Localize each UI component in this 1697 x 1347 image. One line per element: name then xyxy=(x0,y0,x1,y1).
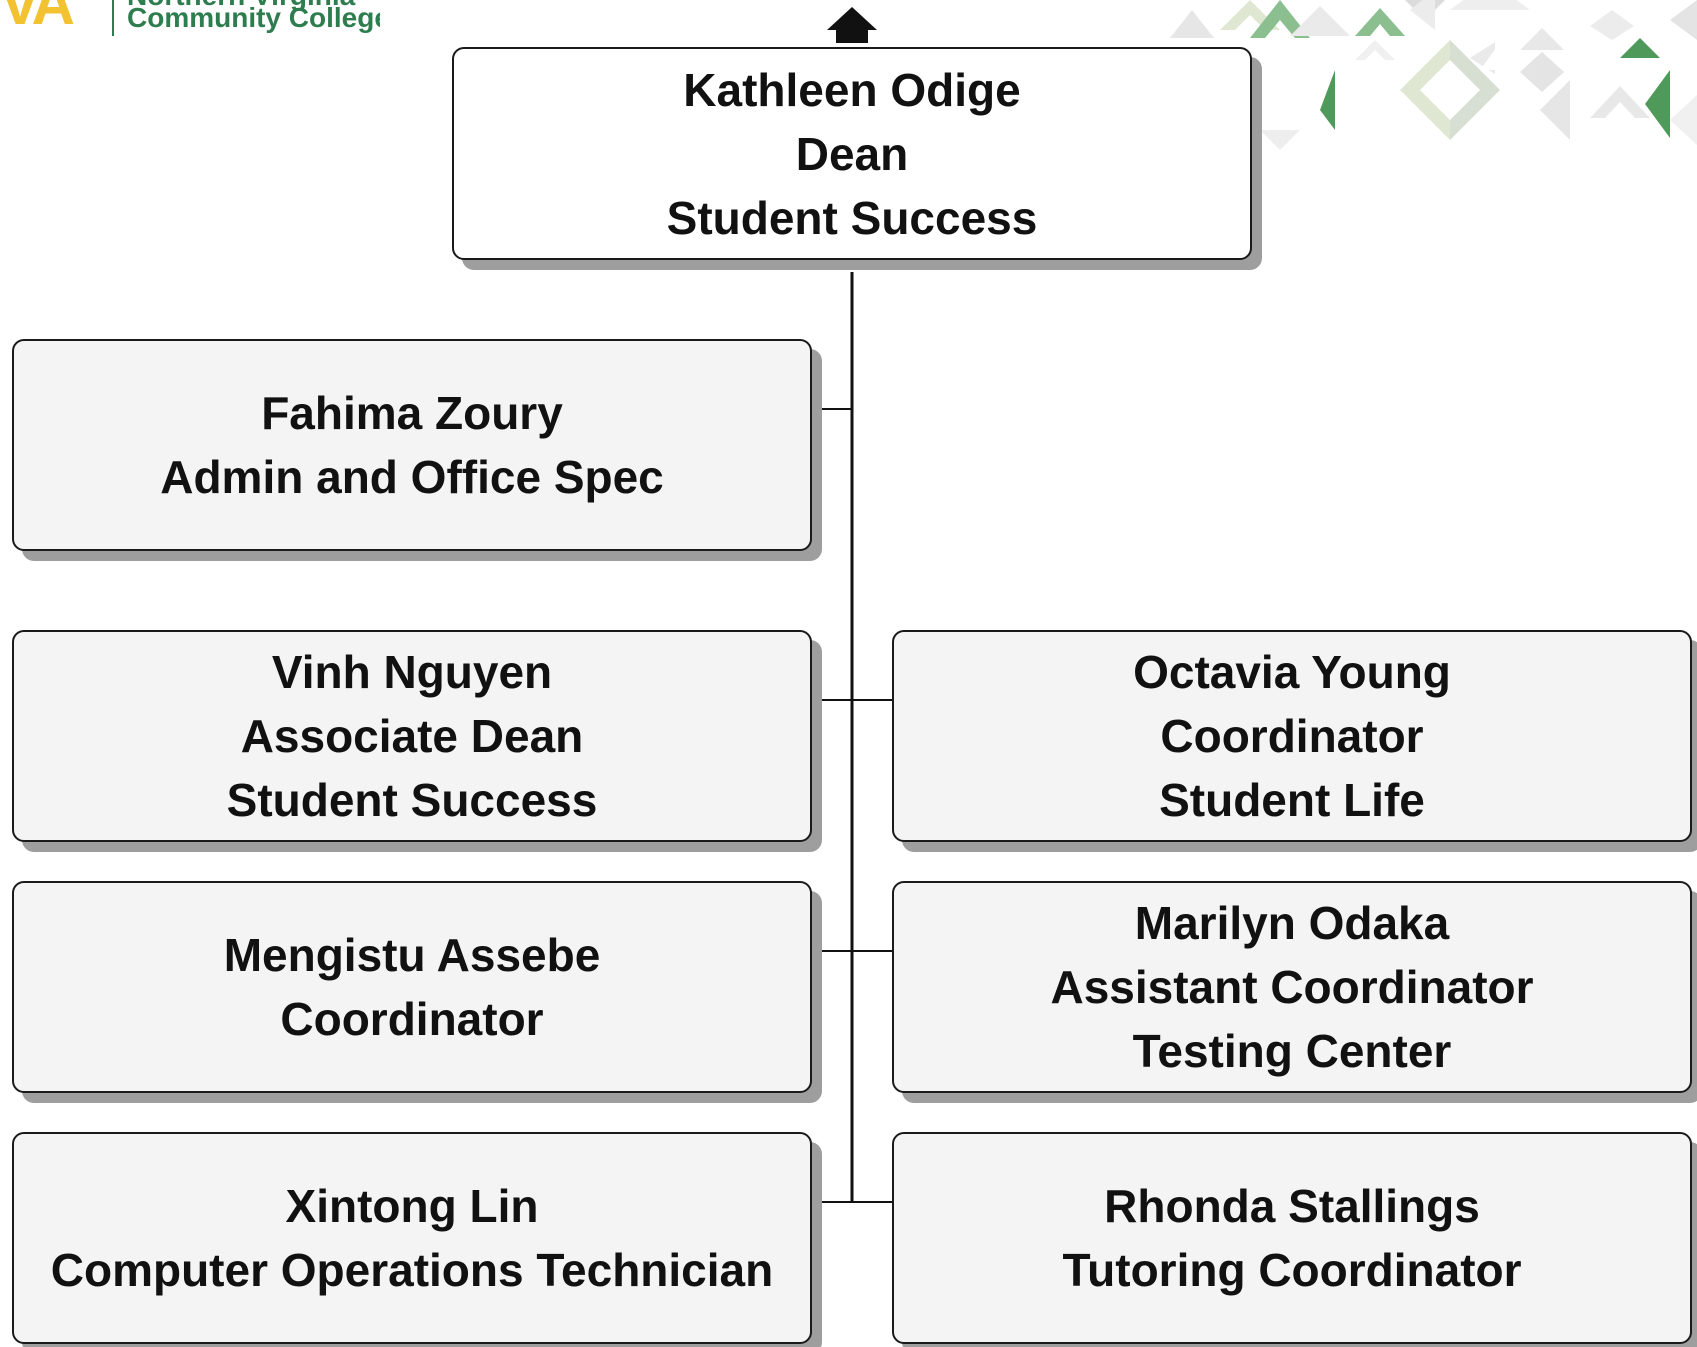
person-title: Tutoring Coordinator xyxy=(1062,1244,1522,1296)
person-name: Kathleen Odige xyxy=(683,63,1021,116)
person-unit: Student Success xyxy=(226,774,598,826)
person-title: Coordinator xyxy=(1160,710,1424,762)
person-name: Fahima Zoury xyxy=(261,387,563,439)
org-box-mengistu-assebe[interactable]: Mengistu Assebe Coordinator xyxy=(12,881,812,1093)
person-unit: Testing Center xyxy=(1132,1025,1452,1077)
logo-text-line2: Community College xyxy=(127,2,380,33)
org-box-octavia-young[interactable]: Octavia Young Coordinator Student Life xyxy=(892,630,1692,842)
person-name: Marilyn Odaka xyxy=(1134,897,1450,949)
logo-separator xyxy=(112,0,114,36)
person-title: Assistant Coordinator xyxy=(1050,961,1534,1013)
up-arrow-icon xyxy=(827,7,877,43)
person-title: Computer Operations Technician xyxy=(50,1244,774,1296)
org-box-fahima-zoury[interactable]: Fahima Zoury Admin and Office Spec xyxy=(12,339,812,551)
person-title: Dean xyxy=(795,127,909,180)
person-title: Coordinator xyxy=(280,993,544,1045)
logo-text-line1: Northern Virginia xyxy=(127,0,355,10)
org-box-vinh-nguyen[interactable]: Vinh Nguyen Associate Dean Student Succe… xyxy=(12,630,812,842)
org-box-xintong-lin[interactable]: Xintong Lin Computer Operations Technici… xyxy=(12,1132,812,1344)
person-name: Octavia Young xyxy=(1133,646,1451,698)
person-unit: Student Life xyxy=(1159,774,1425,826)
decorative-pattern xyxy=(1170,0,1697,150)
person-unit: Student Success xyxy=(666,191,1038,244)
person-title: Associate Dean xyxy=(240,710,584,762)
logo-mark: VA xyxy=(0,0,75,37)
person-title: Admin and Office Spec xyxy=(160,451,664,503)
org-box-marilyn-odaka[interactable]: Marilyn Odaka Assistant Coordinator Test… xyxy=(892,881,1692,1093)
person-name: Xintong Lin xyxy=(285,1180,539,1232)
org-box-kathleen-odige[interactable]: Kathleen Odige Dean Student Success xyxy=(452,47,1252,260)
person-name: Mengistu Assebe xyxy=(223,929,601,981)
person-name: Rhonda Stallings xyxy=(1104,1180,1480,1232)
person-name: Vinh Nguyen xyxy=(271,646,553,698)
college-logo: VA Northern Virginia Community College xyxy=(0,0,380,40)
org-box-rhonda-stallings[interactable]: Rhonda Stallings Tutoring Coordinator xyxy=(892,1132,1692,1344)
